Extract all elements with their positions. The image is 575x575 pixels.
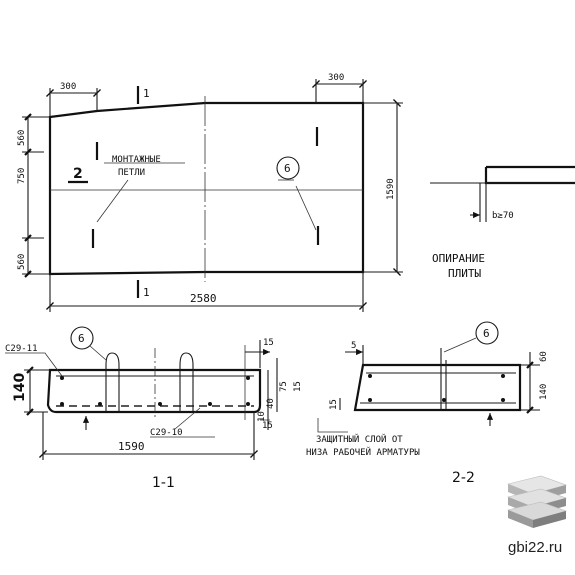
note-leader [317,418,348,433]
section-2-2: 6 5 60 140 15 ЗАЩИТНЫЙ СЛОЙ ОТ НИЗА РАБО… [306,321,549,486]
section2-callout: 6 [483,327,490,340]
dim-ticks [26,366,34,416]
callout-leader [443,337,477,353]
dim-15b: 15 [293,381,303,392]
mesh-top-label: C29-11 [5,344,38,354]
section1-length: 1590 [118,440,145,453]
loops-label-line2: ПЕТЛИ [118,168,145,178]
section1-title: 1-1 [152,475,175,491]
section2-title: 2-2 [452,470,475,486]
callout-circle [475,321,499,345]
dim-15c: 15 [262,421,273,431]
callout-leader [295,185,317,231]
watermark-logo [507,475,567,528]
ext-line [42,412,255,460]
dim-left-3: 560 [17,254,27,270]
mesh-bottom-leader [150,407,215,438]
section-mark-side: 2 [73,166,83,182]
note-line1: ЗАЩИТНЫЙ СЛОЙ ОТ [316,433,403,445]
loop [105,352,120,412]
dim-40: 40 [266,398,276,409]
support-detail: b≥70 ОПИРАНИЕ ПЛИТЫ [430,165,575,280]
ext-line [24,369,50,413]
dim-length: 2580 [190,292,217,305]
mesh-top-leader [5,352,63,377]
dim-10: 10 [257,411,267,422]
dim-15: 15 [263,338,274,348]
dim-top-left: 300 [60,82,76,92]
section2-height: 140 [539,384,549,400]
dim-top-right: 300 [328,73,344,83]
dim-ticks [24,113,32,278]
rebar-dots [368,374,505,402]
support-caption-line1: ОПИРАНИЕ [432,252,485,265]
section1-callout: 6 [78,332,85,345]
dim-60: 60 [539,351,549,362]
plan-view: 6 МОНТАЖНЫЕ ПЕТЛИ 2 1 1 300 300 1590 258… [17,73,403,312]
section1-height: 140 [12,373,28,402]
dim-5: 5 [351,341,356,351]
dim-15: 15 [329,399,339,410]
watermark-site: gbi22.ru [508,539,562,556]
slab-outline [48,101,365,276]
rebar-dots [60,376,250,406]
dim-75: 75 [279,381,289,392]
dim-left-2: 750 [17,168,27,184]
support-dim: b≥70 [492,211,514,221]
loops-leader [96,179,129,223]
slab-edge [484,167,575,185]
loops-label-line1: МОНТАЖНЫЕ [112,155,161,165]
section-1-1: 6 C29-11 C29-10 140 15 75 40 10 15 15 15… [5,326,303,491]
plan-callout-label: 6 [284,162,291,175]
loop [179,352,194,412]
callout-leader [89,345,107,361]
callout-circle [276,156,300,180]
dim-ticks [526,361,534,414]
note-line2: НИЗА РАБОЧЕЙ АРМАТУРЫ [306,446,420,458]
callout-circle [70,326,94,350]
dim-left-1: 560 [17,130,27,146]
section-mark-top: 1 [143,87,150,100]
section-mark-bottom: 1 [143,286,150,299]
dim-width: 1590 [386,178,396,200]
mesh-bottom-label: C29-10 [150,428,183,438]
support-caption-line2: ПЛИТЫ [448,267,481,280]
